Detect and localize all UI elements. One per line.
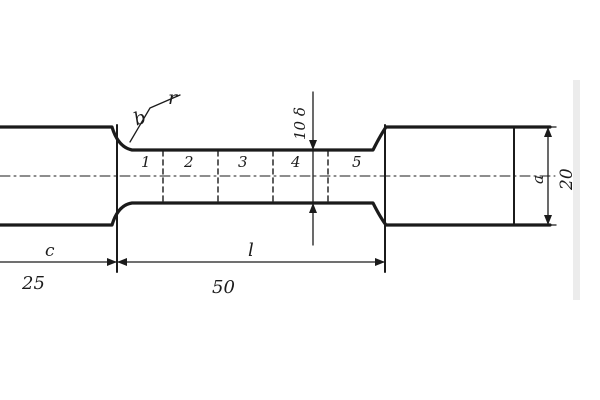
thickness-arrow-top — [309, 140, 317, 150]
scan-edge — [573, 80, 580, 300]
section-number: 3 — [238, 153, 248, 171]
gauge-dimension-value: 50 — [212, 277, 235, 298]
radius-leader — [129, 94, 181, 143]
specimen-outline-top — [0, 125, 552, 152]
surface-mark-label: b — [131, 107, 149, 131]
section-number: 2 — [183, 153, 194, 171]
grip-dimension-value: 25 — [21, 273, 45, 294]
width-symbol-label: a — [529, 175, 547, 184]
section-numbers: 1 2 3 4 5 — [141, 153, 362, 171]
section-number: 1 — [141, 153, 151, 171]
width-value-label: 20 — [557, 168, 577, 191]
gauge-length-label: l — [248, 240, 254, 261]
thickness-arrow-bottom — [309, 203, 317, 213]
grip-length-arrow — [107, 258, 117, 266]
thickness-label: 10 δ — [291, 107, 309, 140]
width-arrow-bottom — [544, 215, 552, 225]
grip-length-label: c — [45, 241, 55, 261]
section-number: 4 — [290, 153, 301, 171]
gauge-arrow-right — [375, 258, 385, 266]
radius-label: r — [168, 87, 179, 109]
section-number: 5 — [352, 153, 362, 171]
specimen-outline-bottom — [0, 201, 552, 227]
section-dividers — [162, 150, 329, 203]
width-arrow-top — [544, 127, 552, 137]
gauge-arrow-left — [117, 258, 127, 266]
